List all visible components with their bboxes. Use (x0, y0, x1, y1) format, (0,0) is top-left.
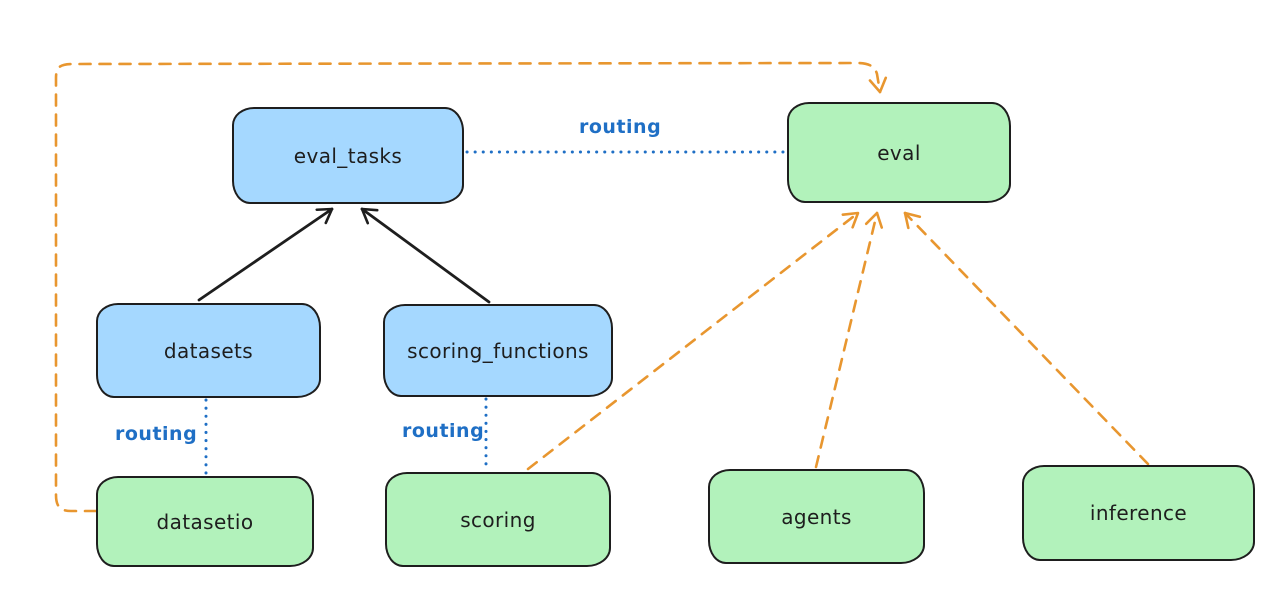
edge-agents-to-eval (814, 211, 884, 469)
node-eval-label: eval (877, 140, 921, 165)
node-datasets-label: datasets (163, 338, 254, 363)
node-scoring-label: scoring (460, 507, 536, 532)
node-eval: eval (787, 102, 1011, 203)
edge-label-routing-top: routing (579, 116, 662, 138)
node-scoring-functions: scoring_functions (383, 304, 613, 397)
edge-scoring-functions-to-eval-tasks (360, 207, 491, 304)
node-inference-label: inference (1089, 501, 1188, 525)
node-datasets: datasets (96, 303, 321, 398)
node-datasetio: datasetio (96, 476, 314, 567)
node-agents: agents (708, 469, 925, 564)
node-inference: inference (1022, 465, 1255, 561)
node-scoring: scoring (385, 472, 611, 567)
edge-label-routing-middle: routing (402, 420, 485, 442)
edge-label-routing-left: routing (115, 423, 198, 445)
node-agents-label: agents (781, 504, 852, 529)
node-eval-tasks: eval_tasks (232, 107, 464, 204)
edge-datasets-to-eval-tasks (197, 207, 334, 302)
node-scoring-functions-label: scoring_functions (407, 338, 589, 363)
edge-inference-to-eval (903, 211, 1150, 466)
node-eval-tasks-label: eval_tasks (293, 143, 403, 168)
node-datasetio-label: datasetio (156, 509, 254, 534)
